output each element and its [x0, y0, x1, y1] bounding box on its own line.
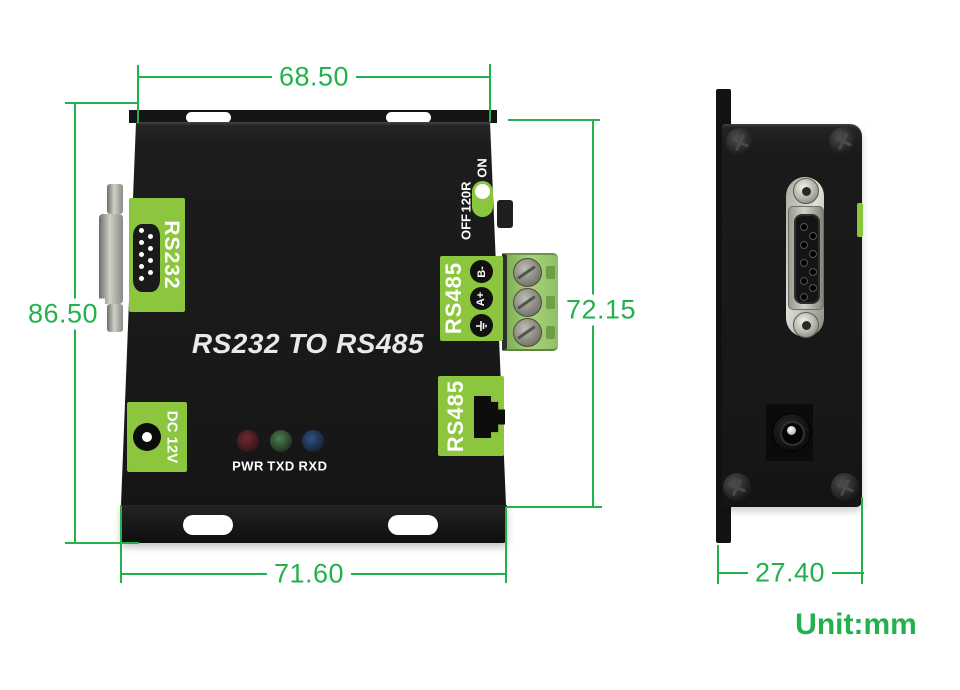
- dim-tick: [489, 64, 491, 122]
- rj45-pin: [3, 411, 10, 413]
- db9-socket-hole: [809, 268, 817, 276]
- switch-120r-label: 120R: [458, 181, 474, 213]
- panel-screw: [831, 473, 859, 501]
- terminal-pin-b: B-: [470, 260, 493, 283]
- dim-tick: [505, 507, 507, 583]
- db9-pin-dot: [139, 228, 144, 233]
- db9-socket-hole: [800, 293, 808, 301]
- terminal-screw: [513, 288, 542, 317]
- rs485-rj45-label-text: RS485: [443, 379, 468, 453]
- rj45-pin: [3, 407, 10, 409]
- pwr-led: [237, 430, 259, 452]
- db9-jack-screw: [793, 312, 819, 338]
- db9-pin-dot: [148, 234, 153, 239]
- rs232-label-text: RS232: [160, 220, 183, 290]
- switch-off-label: OFF: [458, 214, 474, 240]
- rj45-pin: [3, 415, 10, 417]
- db9-socket-hole: [809, 284, 817, 292]
- db9-connector-icon: [133, 224, 160, 292]
- panel-screw: [726, 128, 754, 156]
- db9-pin-dot: [139, 240, 144, 245]
- dim-tick: [65, 542, 139, 544]
- screw-terminal-block: [502, 253, 558, 351]
- dc-center-pin: [787, 426, 796, 435]
- mounting-hole: [186, 112, 231, 123]
- label-edge-sliver: [857, 203, 863, 237]
- db9-male-connector: [99, 214, 123, 304]
- db9-pin-dot: [148, 246, 153, 251]
- dc-power-label-text: DC 12V: [163, 410, 181, 464]
- switch-lever: [497, 200, 513, 228]
- terminal-notch: [546, 296, 555, 309]
- dim-right-height-value: 72.15: [558, 294, 644, 326]
- db9-socket-hole: [800, 241, 808, 249]
- pin-b-label: B-: [475, 265, 488, 278]
- pin-a-label: A+: [475, 291, 488, 306]
- db9-socket-hole: [800, 277, 808, 285]
- db9-pin-dot: [148, 270, 153, 275]
- txd-led: [270, 430, 292, 452]
- dim-side-width-value: 27.40: [747, 557, 833, 589]
- mounting-hole: [386, 112, 431, 123]
- product-title: RS232 TO RS485: [191, 328, 425, 359]
- switch-on-label: ON: [474, 158, 490, 178]
- panel-screw: [829, 127, 857, 155]
- ground-icon: [475, 320, 487, 331]
- rxd-led-label: RXD: [298, 458, 328, 474]
- db9-pin-dot: [139, 252, 144, 257]
- db9-female-inset: [794, 214, 820, 304]
- rj45-pin: [3, 403, 10, 405]
- front-bottom-flange: [121, 505, 507, 543]
- pwr-led-label: PWR: [232, 458, 264, 474]
- dim-tick: [137, 65, 139, 123]
- terminal-pin-ground: [470, 314, 493, 337]
- dim-tick: [508, 119, 600, 121]
- db9-screw-post: [107, 184, 123, 214]
- db9-pin-dot: [139, 276, 144, 281]
- txd-led-label: TXD: [267, 458, 295, 474]
- dim-tick: [120, 505, 122, 583]
- dc-jack-pin: [142, 432, 152, 442]
- terminal-pin-a: A+: [470, 287, 493, 310]
- db9-socket-hole: [800, 223, 808, 231]
- dim-tick: [65, 102, 138, 104]
- db9-socket-hole: [800, 259, 808, 267]
- db9-jack-screw: [793, 178, 819, 204]
- dim-tick: [717, 545, 719, 584]
- rj45-pin: [3, 423, 10, 425]
- terminal-screw: [513, 318, 542, 347]
- db9-screw-post: [107, 304, 123, 332]
- db9-socket-hole: [809, 250, 817, 258]
- terminal-screw: [513, 258, 542, 287]
- rxd-led: [302, 430, 324, 452]
- rs232-port-label: [129, 198, 185, 312]
- unit-label: Unit:mm: [795, 608, 917, 641]
- panel-screw: [723, 473, 751, 501]
- terminal-notch: [546, 326, 555, 339]
- dim-bottom-width-value: 71.60: [266, 558, 352, 590]
- mounting-hole: [388, 515, 438, 535]
- switch-knob: [475, 184, 490, 199]
- db9-pin-dot: [148, 258, 153, 263]
- rj45-pin: [3, 427, 10, 429]
- db9-pin-dot: [139, 264, 144, 269]
- db9-socket-hole: [809, 232, 817, 240]
- front-top-flange: [129, 110, 497, 123]
- dim-tick: [861, 497, 863, 584]
- rs485-terminal-label-text: RS485: [441, 261, 466, 335]
- rj45-pin: [3, 419, 10, 421]
- dim-top-width-value: 68.50: [271, 61, 357, 93]
- mounting-hole: [183, 515, 233, 535]
- terminal-notch: [546, 266, 555, 279]
- dim-tick: [506, 506, 602, 508]
- dim-left-height-value: 86.50: [20, 298, 106, 330]
